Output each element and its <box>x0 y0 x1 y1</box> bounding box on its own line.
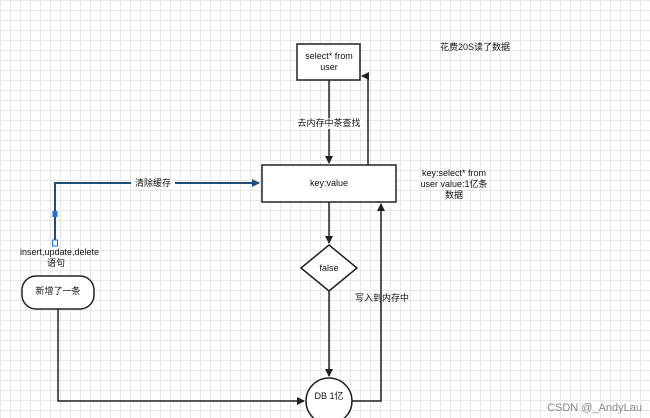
select-query-label: select* from user <box>305 51 353 72</box>
query-memory-label: 去内存中茶查找 <box>294 118 364 129</box>
key-value-cache-box[interactable] <box>261 164 397 203</box>
edge-handle-end[interactable] <box>52 239 58 247</box>
edge-handle-mid[interactable] <box>52 211 58 217</box>
time-cost-note: 花费20S读了数据 <box>440 42 511 52</box>
select-query-box[interactable] <box>296 43 361 81</box>
write-memory-label: 写入到内存中 <box>354 293 409 303</box>
cache-content-note: key:select* from user value:1亿条数据 <box>420 168 488 200</box>
edge-db-to-cache[interactable] <box>352 203 385 402</box>
edge-cache-to-select[interactable] <box>361 72 369 165</box>
db-label: DB 1亿 <box>314 391 344 401</box>
edge-newrow-to-db[interactable] <box>57 309 305 405</box>
clear-cache-label: 清除缓存 <box>131 178 175 189</box>
edge-clear-cache-selected[interactable] <box>54 179 260 242</box>
csdn-watermark: CSDN @_AndyLau <box>547 402 642 414</box>
new-row-label: 新增了一条 <box>35 286 81 296</box>
insert-update-delete-label: insert,update,delete语句 <box>20 247 100 268</box>
decision-label: false <box>319 263 339 273</box>
key-value-label: key:value <box>309 178 349 188</box>
